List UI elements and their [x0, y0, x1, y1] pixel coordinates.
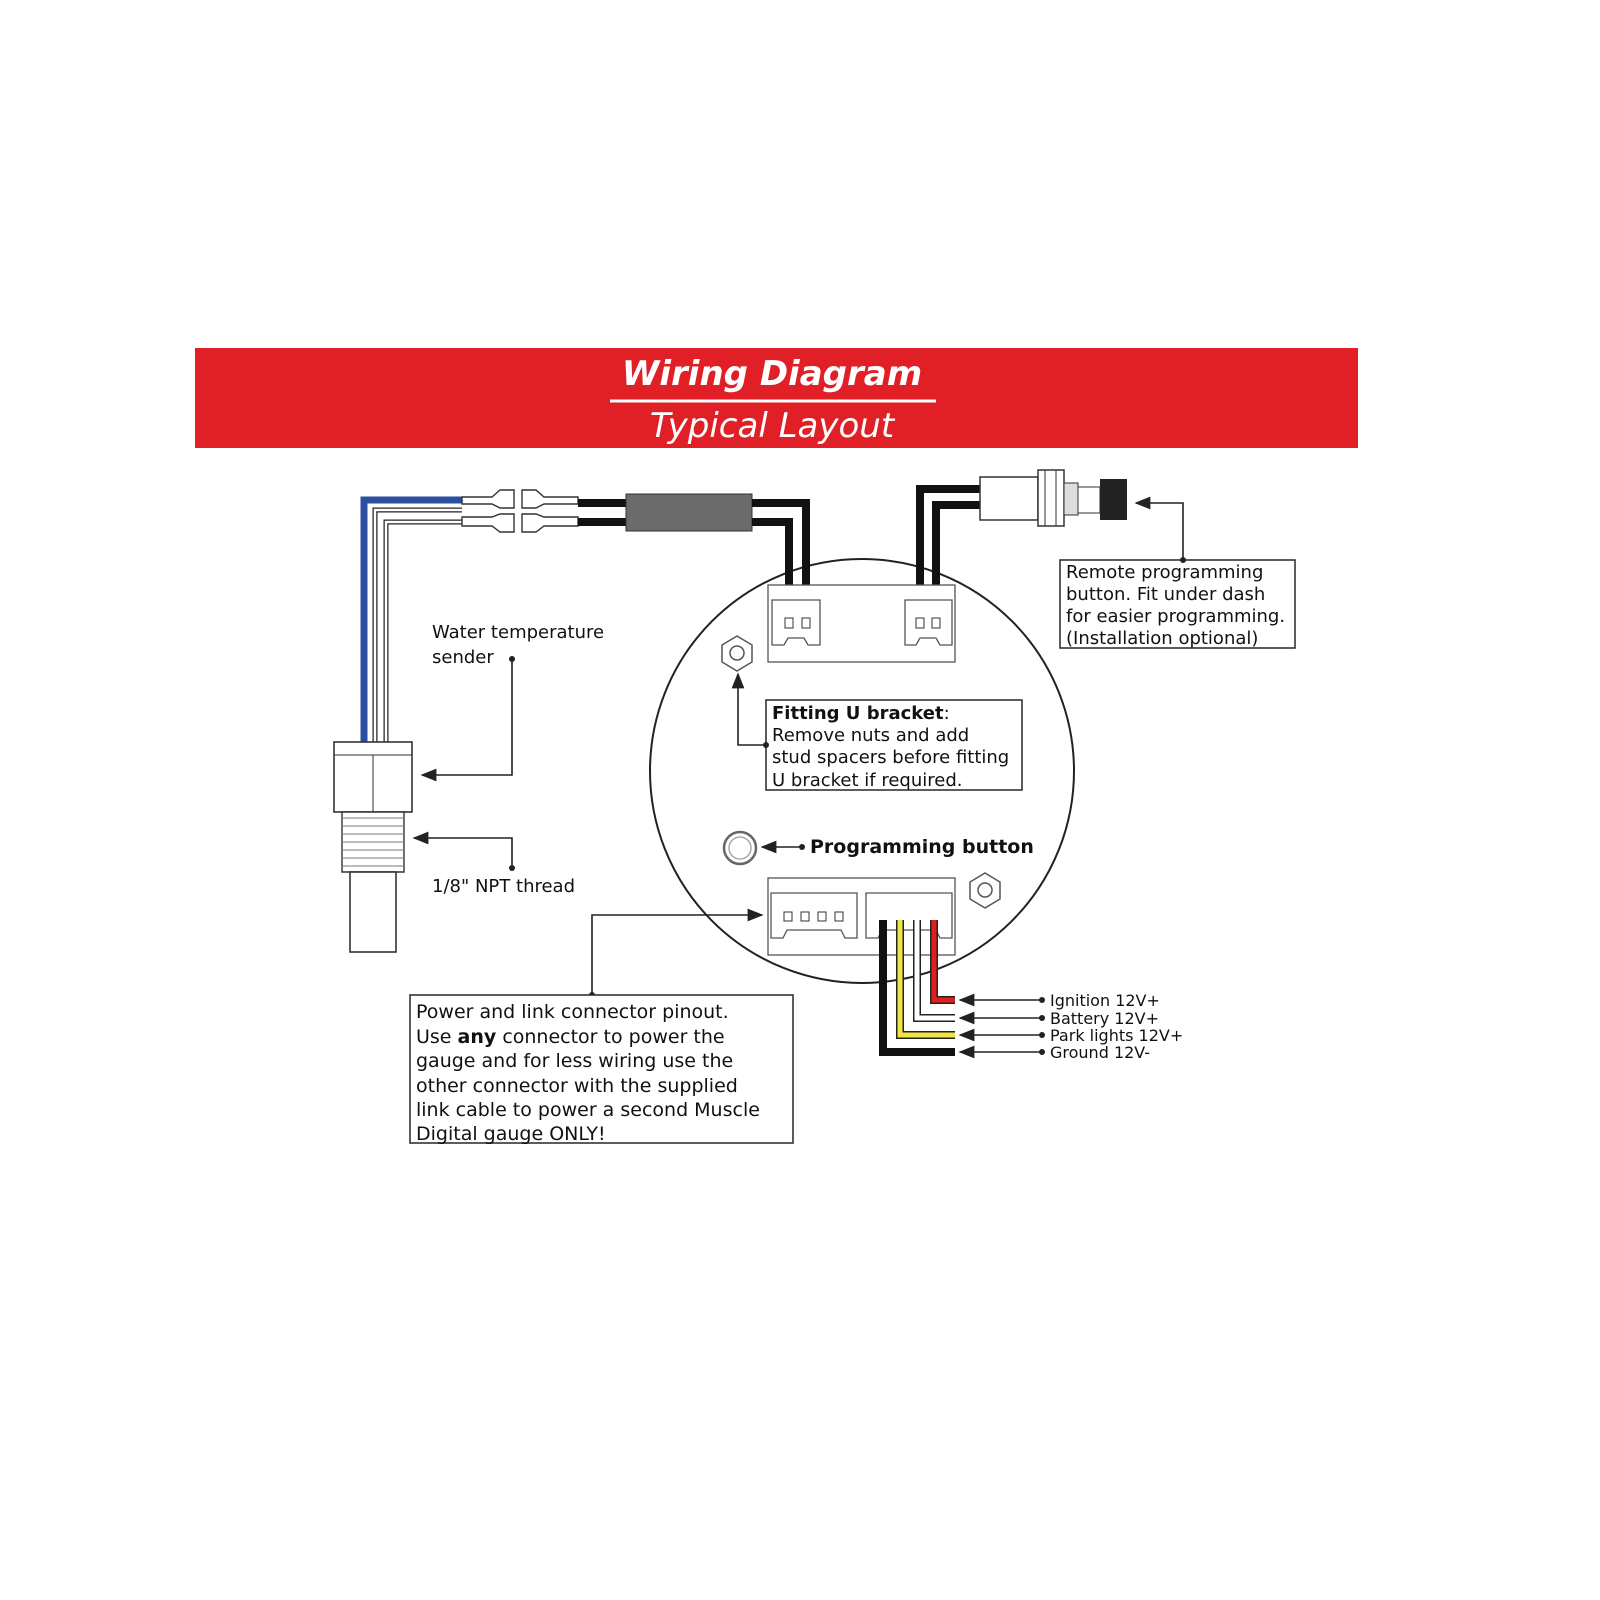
power-note-line: gauge and for less wiring use the [416, 1050, 733, 1072]
power-note-emphasis: any [458, 1026, 497, 1048]
diagram-title: Wiring Diagram [622, 354, 922, 394]
power-note-line: Digital gauge ONLY! [416, 1123, 606, 1145]
wire-label-park-lights: Park lights 12V+ [958, 1026, 1183, 1045]
remote-note-line: (Installation optional) [1066, 628, 1258, 649]
bracket-note-title: Fitting U bracket [772, 703, 944, 724]
power-note-box [409, 994, 794, 1144]
bracket-note-box [765, 699, 1023, 791]
header-banner: Wiring Diagram Typical Layout [195, 348, 1358, 448]
bracket-note-line: stud spacers before fitting [772, 747, 1009, 768]
wire-label-ground: Ground 12V- [958, 1043, 1150, 1062]
sensor-connector-block [767, 584, 956, 663]
stud-nut-icon [721, 635, 753, 672]
power-note-line: link cable to power a second Muscle [416, 1099, 760, 1121]
svg-text:Fitting U bracket:: Fitting U bracket: [772, 703, 950, 724]
sender-label: Water temperature [432, 622, 604, 643]
wire-label-text: Ignition 12V+ [1050, 991, 1160, 1010]
power-note-line: Power and link connector pinout. [416, 1001, 729, 1023]
bracket-note-colon: : [944, 703, 950, 724]
thread-label: 1/8" NPT thread [432, 876, 575, 897]
sender-wires [360, 489, 810, 745]
bracket-note-line: U bracket if required. [772, 770, 963, 791]
wire-label-battery: Battery 12V+ [958, 1009, 1159, 1028]
programming-button-icon [722, 830, 758, 866]
wire-label-text: Battery 12V+ [1050, 1009, 1159, 1028]
remote-note-box [1059, 559, 1296, 649]
water-temperature-sender [333, 741, 413, 953]
heatshrink-sleeve [625, 493, 753, 532]
remote-note-line: button. Fit under dash [1066, 584, 1265, 605]
bracket-note-line: Remove nuts and add [772, 725, 969, 746]
power-note-line: Use any connector to power the [416, 1026, 725, 1048]
diagram-subtitle: Typical Layout [650, 406, 896, 446]
power-wires [879, 920, 955, 1056]
power-note-line: other connector with the supplied [416, 1075, 738, 1097]
remote-note-line: for easier programming. [1066, 606, 1285, 627]
power-connector-block [767, 877, 956, 956]
remote-note-line: Remote programming [1066, 562, 1263, 583]
gauge-body [649, 558, 1075, 984]
sender-label: sender [432, 647, 494, 668]
programming-button-label: Programming button [810, 836, 1034, 858]
wire-label-text: Park lights 12V+ [1050, 1026, 1183, 1045]
stud-nut-icon [969, 872, 1001, 909]
wire-label-text: Ground 12V- [1050, 1043, 1150, 1062]
power-note-text: Use [416, 1026, 458, 1048]
remote-programming-button [979, 469, 1127, 527]
power-note-text: connector to power the [496, 1026, 724, 1048]
wire-label-ignition: Ignition 12V+ [958, 991, 1160, 1010]
